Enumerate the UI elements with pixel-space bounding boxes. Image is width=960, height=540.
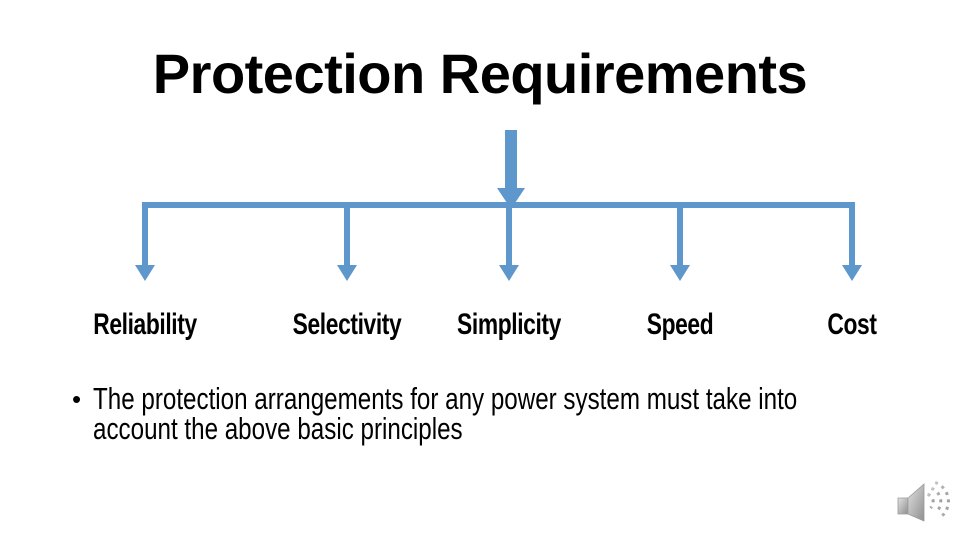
bullet-text: The protection arrangements for any powe… bbox=[93, 381, 798, 446]
branch-reliability: Reliability bbox=[55, 202, 235, 362]
down-arrow-icon bbox=[842, 265, 862, 281]
down-arrow-shaft bbox=[142, 205, 148, 267]
branch-cost: Cost bbox=[762, 202, 942, 362]
branch-connector-line bbox=[142, 202, 855, 208]
top-connector-arrow-shaft bbox=[505, 130, 517, 190]
branch-speed: Speed bbox=[590, 202, 770, 362]
down-arrow-shaft bbox=[506, 205, 512, 267]
branch-selectivity: Selectivity bbox=[257, 202, 437, 362]
branch-label: Reliability bbox=[93, 308, 197, 341]
down-arrow-shaft bbox=[849, 205, 855, 267]
speaker-icon-graphic bbox=[897, 481, 950, 522]
down-arrow-shaft bbox=[677, 205, 683, 267]
branch-label: Selectivity bbox=[292, 308, 402, 341]
down-arrow-icon bbox=[499, 265, 519, 281]
bullet-marker: • bbox=[72, 384, 82, 414]
bullet-text-line: account the above basic principles bbox=[93, 410, 463, 446]
down-arrow-icon bbox=[337, 265, 357, 281]
page-title: Protection Requirements bbox=[152, 42, 808, 105]
down-arrow-shaft bbox=[344, 205, 350, 267]
bullet-text-line: The protection arrangements for any powe… bbox=[93, 381, 798, 416]
down-arrow-icon bbox=[670, 265, 690, 281]
branch-label: Cost bbox=[827, 308, 877, 341]
branch-simplicity: Simplicity bbox=[419, 202, 599, 362]
branch-label: Speed bbox=[646, 308, 714, 341]
branch-label: Simplicity bbox=[457, 308, 561, 341]
bullet-paragraph: • The protection arrangements for any po… bbox=[72, 381, 892, 446]
speaker-icon[interactable] bbox=[892, 471, 954, 529]
down-arrow-icon bbox=[135, 265, 155, 281]
